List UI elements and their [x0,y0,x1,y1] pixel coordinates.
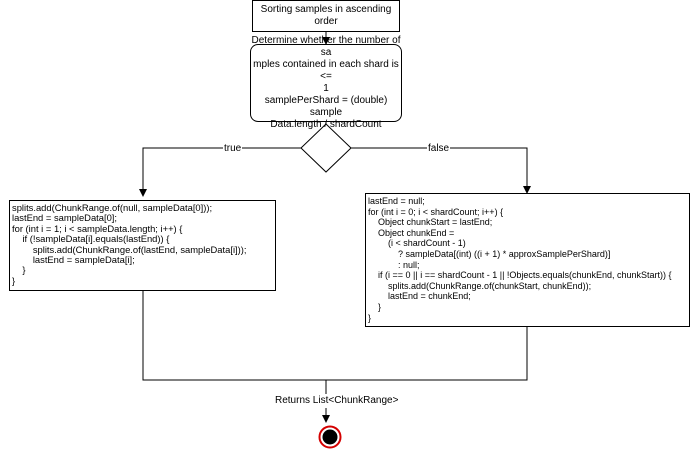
code-line: ? sampleData[(int) ((i + 1) * approxSamp… [368,248,611,259]
code-line: lastEnd = chunkEnd; [368,291,471,302]
determine-line: mples contained in each shard is <= [253,59,399,82]
edge-true-branch [139,147,301,197]
determine-line: samplePerShard = (double) sample [264,95,388,118]
false-edge-label: false [427,143,451,155]
decision-diamond [300,123,352,173]
code-line: } [368,301,382,312]
code-line: Object chunkEnd = [368,227,455,238]
end-node-fill [322,429,338,445]
code-line: splits.add(ChunkRange.of(chunkStart, chu… [368,280,592,291]
sort-node-label: Sorting samples in ascending order [260,4,392,27]
determine-node: Determine whether the number of sa mples… [250,35,402,130]
code-line: splits.add(ChunkRange.of(lastEnd, sample… [12,243,247,255]
code-line: if (i == 0 || i == shardCount - 1 || !Ob… [368,270,672,281]
code-line: for (int i = 0; i < shardCount; i++) { [368,206,504,217]
code-line: splits.add(ChunkRange.of(null, sampleDat… [12,202,213,213]
code-line: for (int i = 1; i < sampleData.length; i… [12,222,183,234]
code-line: (i < shardCount - 1) [368,238,466,249]
determine-line: 1 [323,83,329,94]
code-line: } [12,274,16,286]
code-line: } [368,312,372,323]
code-line: } [12,264,26,276]
sort-node: Sorting samples in ascending order [252,0,400,32]
determine-line: Determine whether the number of sa [251,35,401,58]
code-line: Object chunkStart = lastEnd; [368,217,493,228]
returns-edge-label: Returns List<ChunkRange> [272,394,402,408]
edge-false-branch [351,147,531,194]
false-branch-code-block: lastEnd = null; for (int i = 0; i < shar… [365,193,690,327]
code-line: if (!sampleData[i].equals(lastEnd)) { [12,233,170,245]
determine-line: Data.length / shardCount [270,119,382,130]
true-edge-label: true [223,143,243,155]
code-line: lastEnd = null; [368,196,425,206]
code-line: : null; [368,259,420,270]
code-line: lastEnd = sampleData[0]; [12,212,118,224]
code-line: lastEnd = sampleData[i]; [12,254,135,266]
edge-false-merge [326,327,528,381]
true-branch-code-block: splits.add(ChunkRange.of(null, sampleDat… [9,200,276,291]
edge-true-merge [142,291,326,381]
